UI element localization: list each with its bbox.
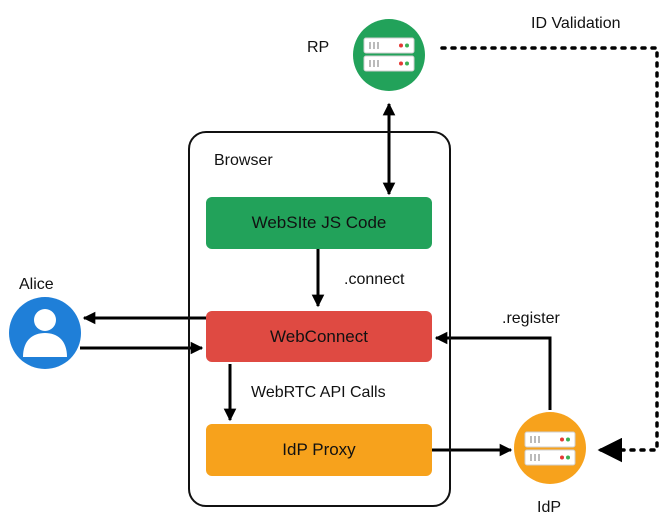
- alice-label: Alice: [19, 276, 54, 293]
- id-validation-label: ID Validation: [531, 15, 621, 32]
- idp-node: [514, 412, 586, 484]
- idp-label: IdP: [537, 499, 562, 516]
- website-js-code-box: WebSIte JS Code: [206, 197, 432, 249]
- rp-label: RP: [307, 39, 330, 56]
- idp-node-circle: [514, 412, 586, 484]
- server-icon: [363, 37, 415, 72]
- webconnect-box: WebConnect: [206, 311, 432, 362]
- webrtc-label: WebRTC API Calls: [251, 384, 386, 401]
- rp-node-circle: [353, 19, 425, 91]
- browser-frame: [188, 131, 451, 507]
- rp-node: [353, 19, 425, 91]
- register-edge: [434, 331, 552, 410]
- idp-proxy-box: IdP Proxy: [206, 424, 432, 476]
- alice-node: [9, 297, 81, 369]
- user-icon: [23, 309, 67, 357]
- browser-label: Browser: [214, 152, 273, 169]
- server-icon: [524, 431, 576, 466]
- register-label: .register: [502, 310, 560, 327]
- connect-label: .connect: [344, 271, 405, 288]
